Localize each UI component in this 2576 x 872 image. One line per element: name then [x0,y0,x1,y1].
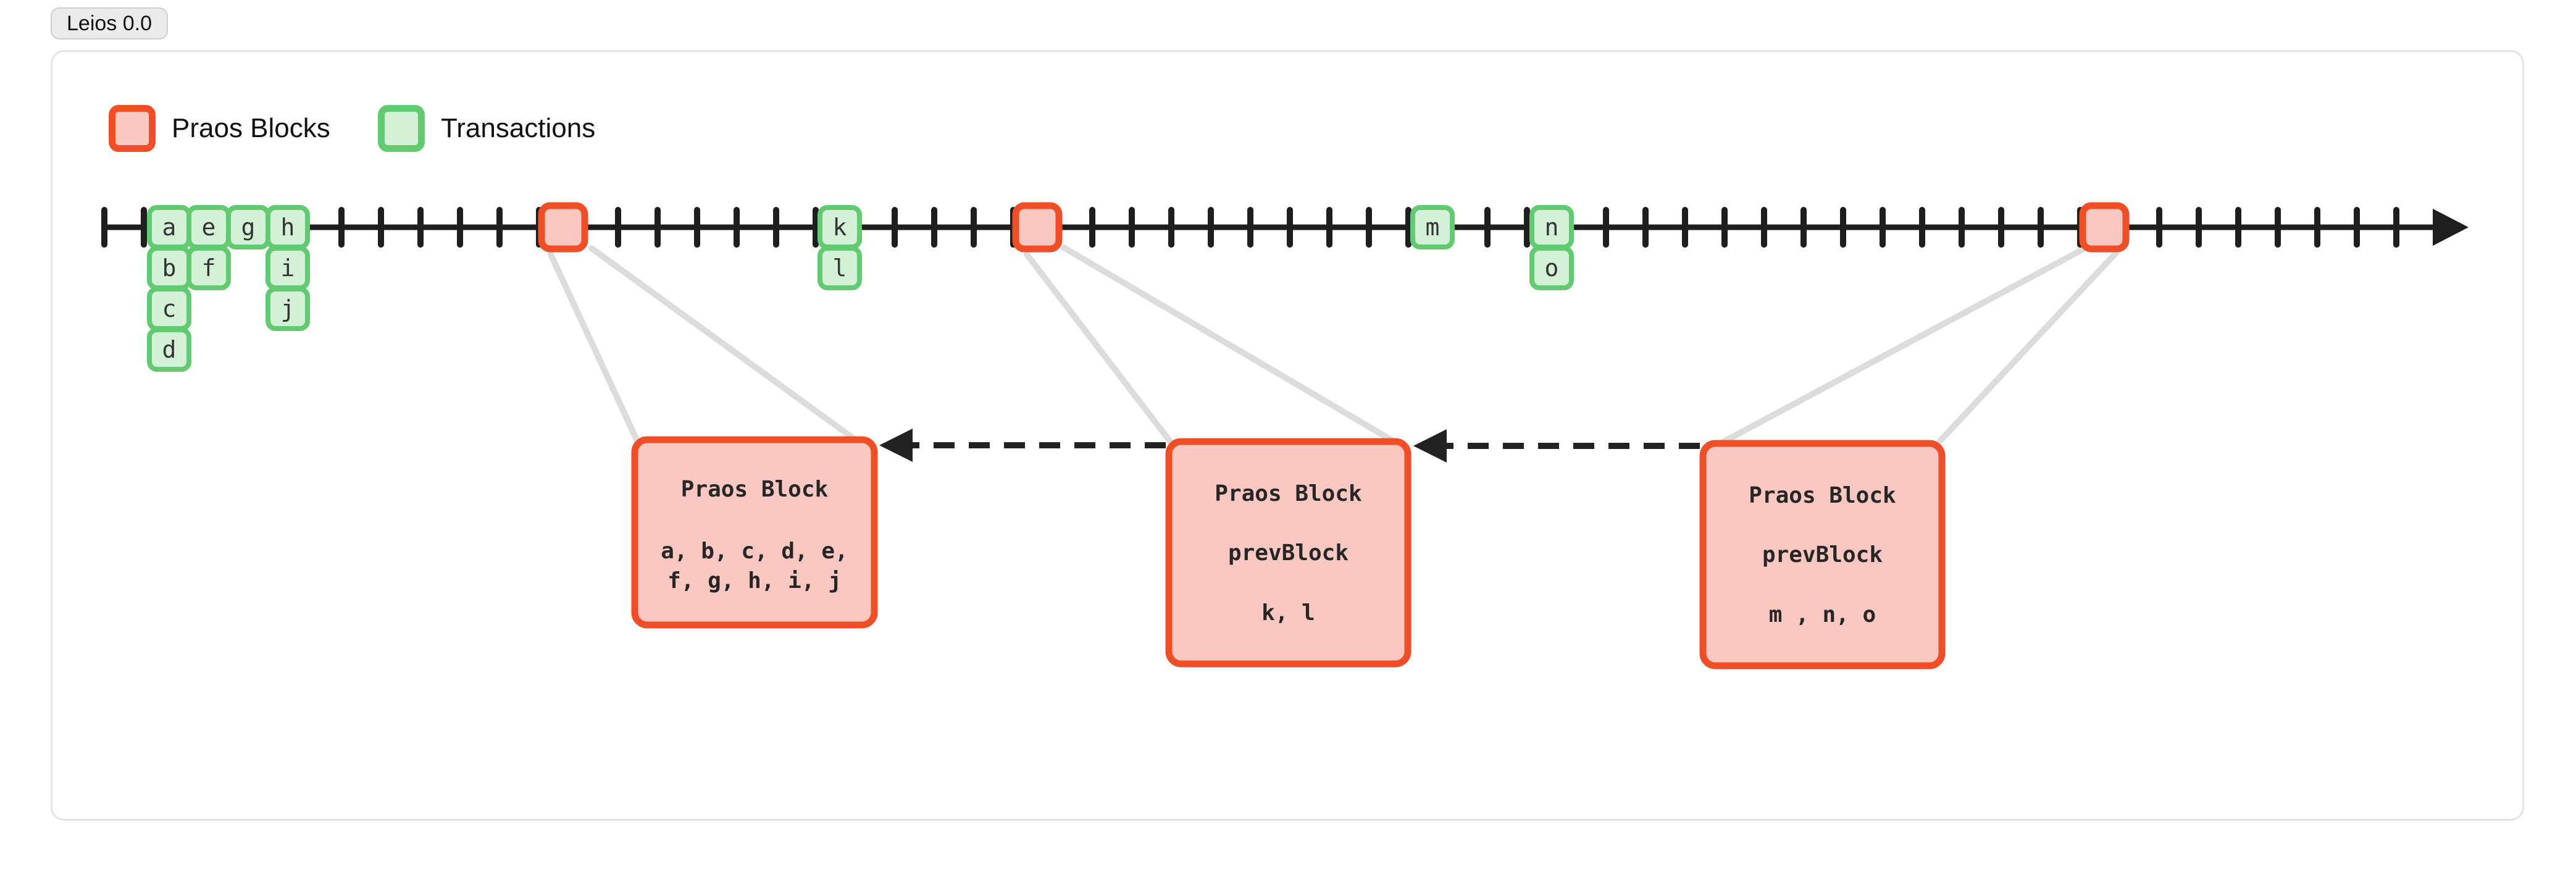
transaction-label: b [162,254,177,282]
legend-label-transactions: Transactions [441,113,596,143]
transaction-square [266,287,310,331]
transaction-square [818,246,862,290]
praos-detail-box-title: Praos Block [681,477,829,502]
transaction-label: j [281,295,295,322]
transaction-label: c [162,295,177,322]
transaction-label: a [162,214,177,241]
transaction-label: k [833,214,847,241]
legend-item-transactions: Transactions [378,105,595,152]
prev-block-arrowhead-icon [879,429,913,462]
transaction-square [186,246,231,290]
praos-detail-box-line: k, l [1261,600,1315,626]
transaction-square [147,327,191,372]
transaction-label: m [1426,214,1440,241]
transaction-square [1529,246,1574,290]
connector-line [1024,251,1174,445]
transaction-swatch-icon [378,105,425,152]
praos-block-square [538,202,588,253]
praos-block-square [1012,202,1063,253]
diagram-panel [51,50,2524,821]
legend-label-praos-blocks: Praos Blocks [172,113,330,143]
praos-block-swatch-icon [109,105,156,152]
transaction-label: e [202,214,216,241]
praos-detail-box [1165,438,1411,668]
transaction-label: l [833,254,847,282]
transaction-square [1410,205,1455,249]
praos-detail-box [1699,440,1946,669]
connector-line [1937,245,2123,444]
transaction-label: n [1545,214,1559,241]
connector-line [1718,246,2086,446]
transaction-label: o [1545,254,1559,282]
praos-detail-box-line: prevBlock [1762,542,1883,568]
transaction-label: g [241,214,256,241]
praos-detail-box [631,436,878,629]
connector-line [588,245,860,444]
transaction-label: h [281,214,295,241]
connector-line [1061,245,1397,445]
legend-item-praos-blocks: Praos Blocks [109,105,330,152]
praos-detail-box-title: Praos Block [1749,483,1896,508]
praos-detail-box-line: m , n, o [1769,602,1876,627]
prev-block-arrowhead-icon [1413,429,1447,463]
praos-detail-box-title: Praos Block [1215,481,1362,506]
timeline-arrowhead-icon [2433,209,2469,246]
version-badge-label: Leios 0.0 [67,11,152,35]
praos-detail-box-line: a, b, c, d, e, [661,539,848,564]
praos-detail-box-line: f, g, h, i, j [667,568,842,593]
transaction-label: d [162,336,177,363]
transaction-label: i [281,254,295,282]
connector-line [548,251,640,444]
transaction-label: f [202,254,216,282]
praos-detail-box-line: prevBlock [1228,540,1349,566]
version-badge[interactable]: Leios 0.0 [51,7,168,40]
praos-block-square [2079,202,2130,253]
